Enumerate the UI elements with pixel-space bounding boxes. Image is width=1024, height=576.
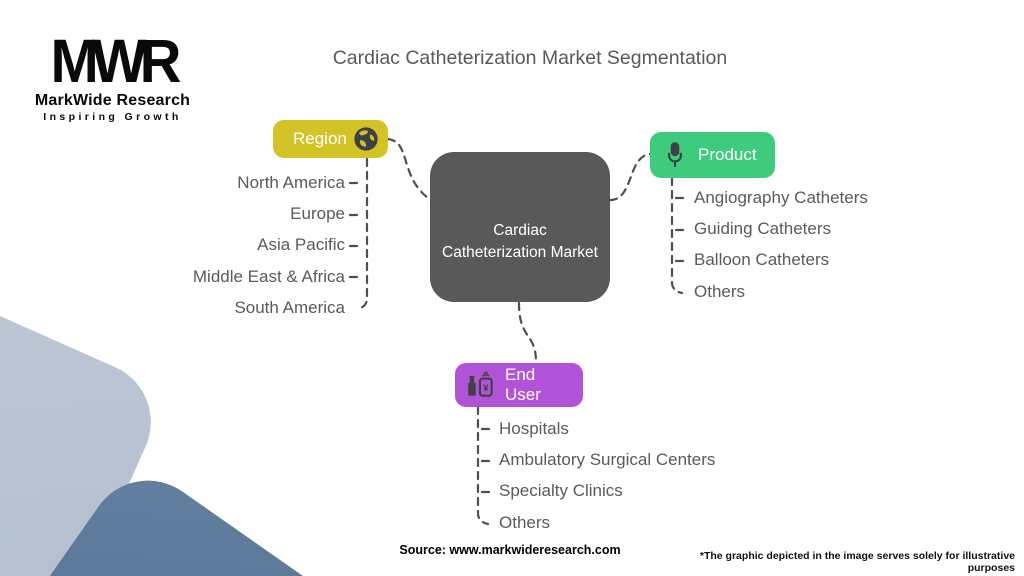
logo-name: MarkWide Research: [34, 92, 191, 109]
end-user-item: Ambulatory Surgical Centers: [499, 449, 716, 469]
connector-center-to-enduser: [517, 301, 538, 364]
end-user-badge: ¥ End User: [455, 363, 583, 407]
region-items-list: North America Europe Asia Pacific Middle…: [60, 167, 345, 323]
source-text: Source: www.markwideresearch.com: [399, 543, 621, 557]
end-user-item: Others: [499, 512, 551, 532]
product-badge-label: Product: [698, 145, 757, 164]
region-badge: Region: [273, 120, 388, 158]
product-item: Others: [694, 281, 746, 301]
mobile-payment-icon: ¥: [465, 370, 497, 400]
product-items-list: Angiography Catheters Guiding Catheters …: [694, 182, 1004, 307]
region-item: Middle East & Africa: [192, 266, 345, 286]
markwide-research-logo: MWR MarkWide Research Inspiring Growth: [30, 27, 195, 123]
region-item: South America: [234, 297, 345, 317]
region-item: North America: [237, 172, 345, 192]
connector-region-to-center: [386, 137, 434, 203]
disclaimer-text: *The graphic depicted in the image serve…: [699, 550, 1015, 574]
enduser-rail: [476, 405, 490, 526]
center-market-label: Cardiac Catheterization Market: [442, 222, 598, 261]
product-badge: Product: [650, 132, 775, 178]
product-item: Angiography Catheters: [694, 187, 868, 207]
end-user-badge-label: End User: [505, 365, 541, 404]
product-item: Balloon Catheters: [694, 250, 830, 270]
svg-text:¥: ¥: [483, 383, 489, 394]
center-market-node: Cardiac Catheterization Market: [430, 152, 610, 302]
region-badge-label: Region: [293, 129, 347, 148]
microphone-icon: [662, 140, 688, 170]
logo-acronym: MWR: [50, 27, 182, 96]
product-item: Guiding Catheters: [694, 218, 832, 238]
connector-center-to-product: [608, 152, 652, 202]
product-rail: [670, 176, 684, 295]
end-user-item: Specialty Clinics: [499, 481, 623, 501]
end-user-items-list: Hospitals Ambulatory Surgical Centers Sp…: [499, 413, 809, 538]
region-item: Asia Pacific: [257, 235, 345, 255]
logo-tagline: Inspiring Growth: [43, 111, 182, 123]
end-user-item: Hospitals: [499, 418, 569, 438]
page-title: Cardiac Catheterization Market Segmentat…: [332, 47, 728, 69]
region-rail: [355, 157, 369, 311]
globe-icon: [352, 125, 380, 153]
region-item: Europe: [290, 203, 345, 223]
